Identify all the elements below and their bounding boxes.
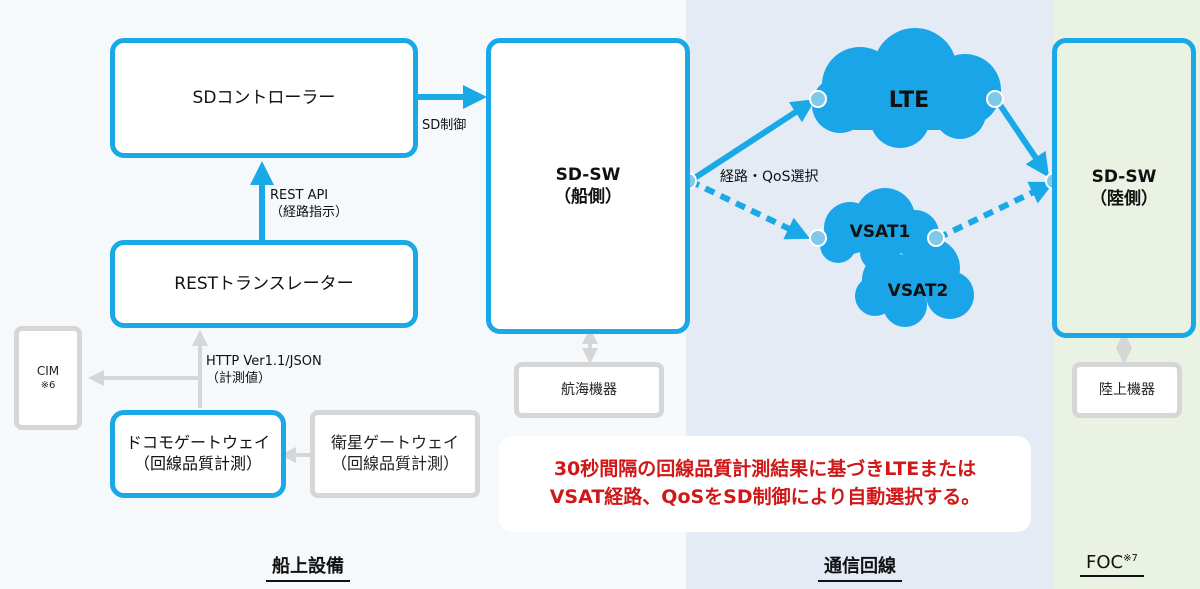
port-dot (927, 229, 945, 247)
sdsw-land-sub: （陸側） (1090, 189, 1158, 209)
auto-selection-note: 30秒間隔の回線品質計測結果に基づきLTEまたは VSAT経路、QoSをSD制御… (499, 436, 1031, 532)
port-dot (809, 229, 827, 247)
docomo-gateway-sub: （回線品質計測） (133, 454, 262, 473)
zone-title-foc: FOC※7 (1080, 552, 1144, 577)
port-dot (986, 90, 1004, 108)
http-sub: （計測値） (206, 370, 272, 386)
sd-control-label: SD制御 (422, 118, 467, 133)
cloud-vsat1-label: VSAT1 (850, 222, 911, 242)
rest-translator-label: RESTトランスレーター (174, 273, 354, 294)
cloud-vsat2-label: VSAT2 (888, 281, 949, 301)
zone-title-ship: 船上設備 (266, 552, 350, 582)
sdsw-ship-box: SD-SW （船側） (486, 38, 690, 334)
cloud-lte (812, 28, 1001, 148)
rest-translator-box: RESTトランスレーター (110, 240, 418, 328)
nav-equipment-box: 航海機器 (514, 362, 664, 418)
sd-controller-label: SDコントローラー (192, 87, 336, 108)
satellite-gateway-label: 衛星ゲートウェイ (330, 433, 459, 453)
sdsw-land-label: SD-SW (1091, 166, 1157, 187)
route-qos-label: 経路・QoS選択 (720, 169, 819, 185)
sd-controller-box: SDコントローラー (110, 38, 418, 158)
note-line-1: 30秒間隔の回線品質計測結果に基づきLTEまたは (553, 458, 977, 480)
sdsw-land-box: SD-SW （陸側） (1052, 38, 1196, 338)
http-label: HTTP Ver1.1/JSON （計測値） (206, 354, 322, 388)
zone-title-foc-text: FOC (1086, 552, 1124, 573)
land-equipment-box: 陸上機器 (1072, 362, 1182, 418)
note-line-2: VSAT経路、QoSをSD制御により自動選択する。 (549, 485, 981, 508)
docomo-gateway-label: ドコモゲートウェイ (125, 433, 270, 453)
arrow-lte-to-land (993, 97, 1050, 178)
nav-equipment-label: 航海機器 (561, 381, 617, 398)
arrow-to-vsat (688, 178, 811, 240)
cloud-lte-label: LTE (889, 88, 929, 113)
http-text: HTTP Ver1.1/JSON (206, 354, 322, 369)
sdsw-ship-label: SD-SW (555, 164, 621, 185)
rest-api-sub: （経路指示） (270, 204, 349, 220)
zone-title-foc-note: ※7 (1123, 553, 1138, 564)
satellite-gateway-sub: （回線品質計測） (330, 454, 459, 473)
rest-api-text: REST API (270, 188, 329, 203)
docomo-gateway-box: ドコモゲートウェイ （回線品質計測） (110, 410, 286, 498)
rest-api-label: REST API （経路指示） (270, 188, 348, 222)
cim-note: ※6 (40, 380, 56, 392)
port-dot (809, 90, 827, 108)
cim-box: CIM ※6 (14, 326, 82, 430)
satellite-gateway-box: 衛星ゲートウェイ （回線品質計測） (310, 410, 480, 498)
land-equipment-label: 陸上機器 (1099, 381, 1155, 398)
arrow-to-lte (688, 99, 816, 184)
cloud-vsat1 (820, 188, 939, 272)
sdsw-ship-sub: （船側） (554, 187, 622, 207)
cim-label: CIM (36, 363, 60, 378)
zone-title-comm: 通信回線 (818, 552, 902, 582)
arrow-vsat-to-land (936, 181, 1055, 241)
